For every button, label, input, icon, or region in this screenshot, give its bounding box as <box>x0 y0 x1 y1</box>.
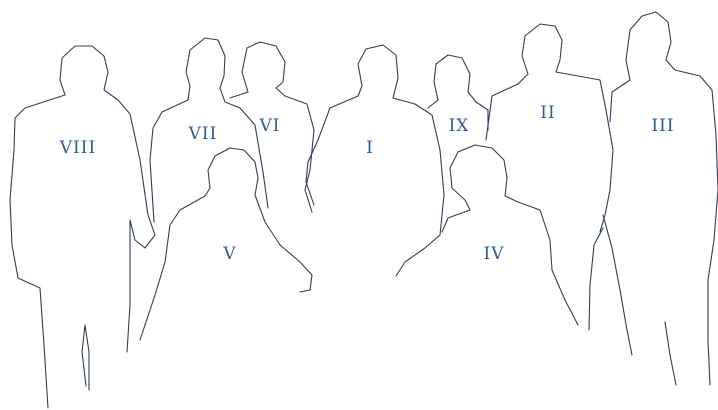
label-iv: IV <box>484 244 505 264</box>
label-vii: VII <box>188 124 218 144</box>
figure-iv <box>441 144 579 326</box>
figure-v <box>139 147 313 341</box>
label-iii: III <box>651 116 674 136</box>
label-viii: VIII <box>59 138 96 158</box>
label-ii: II <box>540 103 555 123</box>
label-ix: IX <box>449 116 470 136</box>
figure-vi <box>229 41 315 213</box>
figure-ii <box>485 23 633 356</box>
figure-ix <box>427 54 489 131</box>
figure-viii <box>9 45 156 409</box>
figure-vii <box>149 37 269 223</box>
label-vi: VI <box>259 116 281 136</box>
label-i: I <box>366 138 374 158</box>
label-v: V <box>222 244 236 264</box>
figure-iii <box>588 11 718 386</box>
figure-i <box>305 44 445 277</box>
